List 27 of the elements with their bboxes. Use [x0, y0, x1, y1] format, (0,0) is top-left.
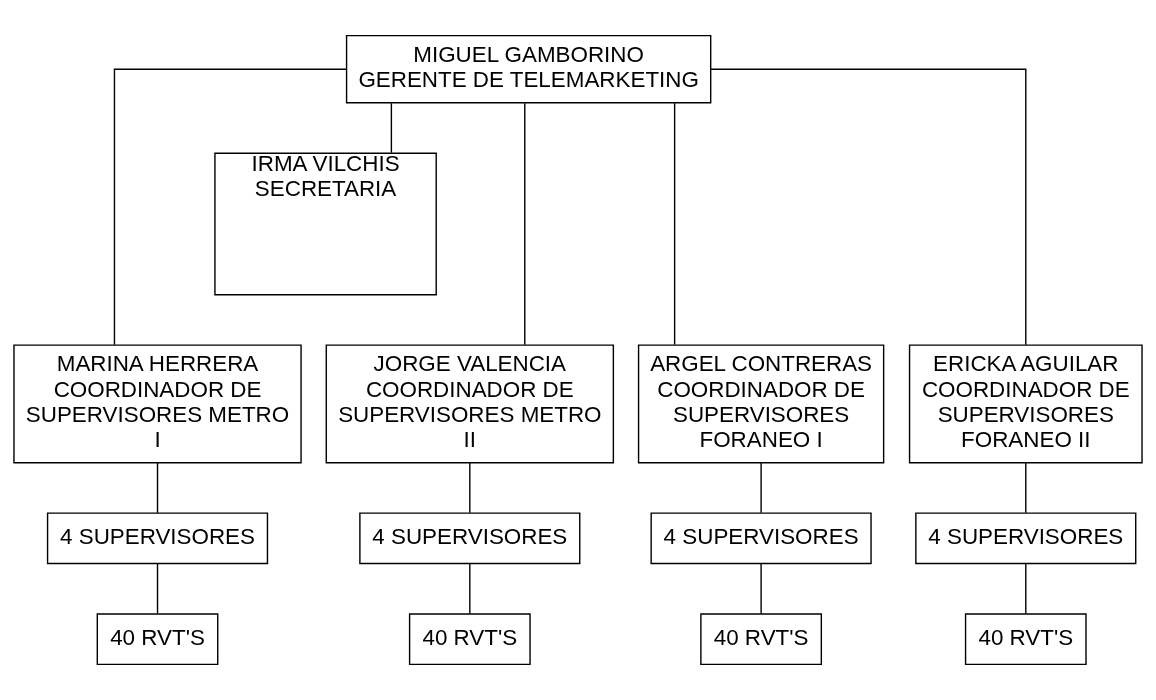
node-box: MARINA HERRERA COORDINADOR DE SUPERVISORES METRO I: [13, 344, 302, 464]
connector: [673, 102, 676, 346]
node-box: 40 RVT'S: [408, 613, 531, 666]
connector: [1025, 462, 1027, 514]
node-box: 4 SUPERVISORES: [915, 512, 1137, 565]
node-box: ERICKA AGUILAR COORDINADOR DE SUPERVISORES FORANEO II: [908, 344, 1143, 464]
node-box: JORGE VALENCIA COORDINADOR DE SUPERVISORES METRO II: [325, 344, 615, 464]
connector: [469, 462, 471, 514]
connector: [710, 68, 1027, 346]
connector: [156, 462, 159, 514]
node-box: MIGUEL GAMBORINO GERENTE DE TELEMARKETING: [345, 34, 712, 104]
node-box: 40 RVT'S: [700, 613, 823, 666]
connector: [760, 563, 762, 615]
node-box: ARGEL CONTRERAS COORDINADOR DE SUPERVISORES FORANEO I: [637, 344, 885, 464]
connector: [1025, 563, 1027, 615]
connector: [524, 102, 526, 346]
node-box: 4 SUPERVISORES: [650, 512, 872, 565]
connector: [113, 68, 348, 346]
node-box: IRMA VILCHIS SECRETARIA: [214, 152, 437, 296]
connector: [156, 563, 159, 615]
connector: [469, 563, 471, 615]
node-box: 4 SUPERVISORES: [46, 512, 269, 565]
connector: [390, 102, 393, 154]
connector: [760, 462, 762, 514]
node-box: 4 SUPERVISORES: [359, 512, 581, 565]
node-box: 40 RVT'S: [964, 613, 1087, 666]
node-box: 40 RVT'S: [96, 613, 219, 666]
